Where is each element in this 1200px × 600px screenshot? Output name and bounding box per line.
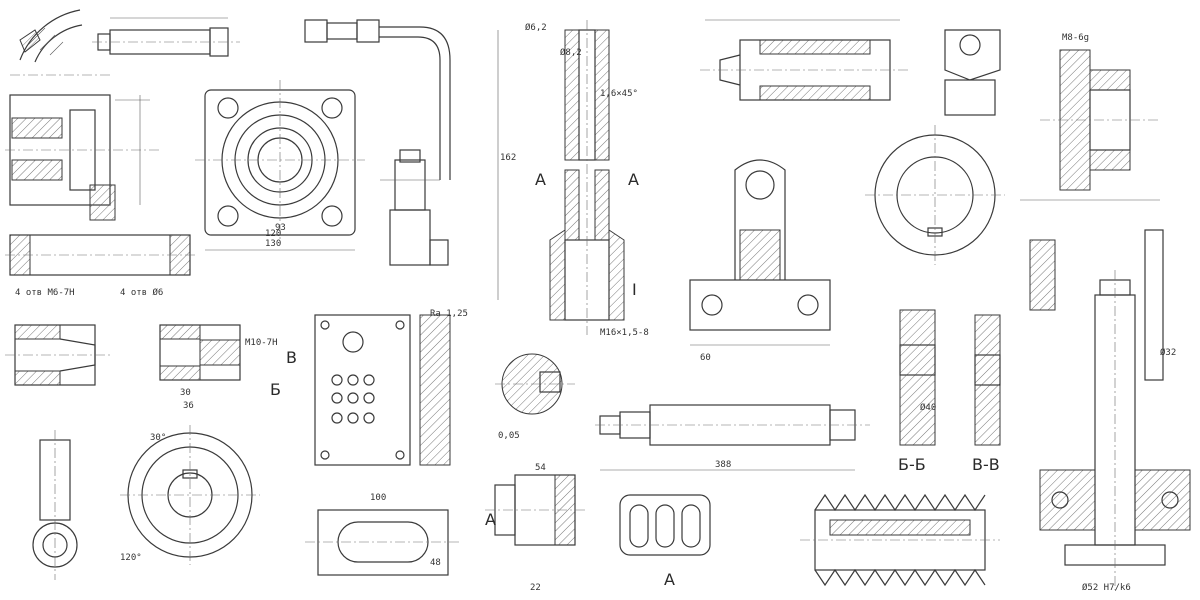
dim-120: 120 xyxy=(265,229,281,239)
hose-part xyxy=(304,19,451,180)
worm-shaft xyxy=(800,493,1000,587)
housing-section xyxy=(5,94,160,221)
chamfer-note: 1,6×45° xyxy=(600,89,638,99)
oval-hole-plate: А xyxy=(619,494,711,589)
stepped-part: А 54 22 0,05 xyxy=(485,431,585,593)
dim-93: 93 xyxy=(275,223,286,233)
dim-130: 130 xyxy=(265,239,281,249)
threaded-bushing xyxy=(5,324,110,386)
dim-48: 48 xyxy=(430,558,441,568)
ra-mark: Ra 1,25 xyxy=(430,309,468,319)
dim-100: 100 xyxy=(370,493,386,503)
dim-d40: Ø40 xyxy=(920,402,936,413)
dim-top-hole: Ø8,2 xyxy=(560,47,582,58)
fitting-part xyxy=(380,149,449,266)
note-holes: 4 отв M6-7H xyxy=(15,288,75,298)
key-ring xyxy=(865,125,1005,265)
section-label-bb: Б-Б xyxy=(898,455,926,474)
pin-part xyxy=(92,17,240,57)
bearing-assembly: Ø52 H7/k6 xyxy=(1029,229,1191,593)
dim-h8: Ø6,2 xyxy=(525,22,547,33)
eye-bolt xyxy=(32,430,78,580)
flange-housing: 130 120 xyxy=(195,80,365,251)
view-label-a: А xyxy=(485,510,496,529)
note-holes-2: 4 отв Ø6 xyxy=(120,287,163,298)
thread-m16: M16×1,5-8 xyxy=(600,328,649,338)
bracket-part xyxy=(689,159,831,346)
tol-frame: 0,05 xyxy=(498,431,520,441)
dim-162: 162 xyxy=(500,153,516,163)
angle-30: 30° xyxy=(150,433,166,443)
dim-d32: Ø32 xyxy=(1160,347,1176,358)
section-label-a-right: А xyxy=(628,170,639,189)
section-label-a: А xyxy=(535,170,546,189)
angle-120: 120° xyxy=(120,553,142,563)
slot-plate: 100 xyxy=(305,493,460,576)
dim-54: 54 xyxy=(535,463,546,473)
shaft-section-round xyxy=(495,353,575,415)
dim-36: 36 xyxy=(183,401,194,411)
vertical-shaft-section: 162 Ø6,2 А А I M16×1,5-8 xyxy=(497,20,649,338)
sleeve-part xyxy=(700,19,910,101)
hub-plan: 30° 120° xyxy=(120,425,260,565)
view-label-v: В xyxy=(286,348,297,367)
dim-60: 60 xyxy=(700,353,711,363)
thread-m10: M10-7H xyxy=(245,338,278,348)
thread-m8: M8-6g xyxy=(1062,33,1089,43)
clamp-part xyxy=(944,29,1001,116)
view-label-i: I xyxy=(632,280,637,299)
bar-part: 4 отв M6-7H 4 отв Ø6 xyxy=(5,234,195,298)
dim-d52: Ø52 H7/k6 xyxy=(1082,582,1131,593)
dim-30: 30 xyxy=(180,388,191,398)
threaded-hole-part: 30 36 M10-7H xyxy=(159,324,278,411)
dim-388: 388 xyxy=(715,460,731,470)
plate-with-holes: Б В xyxy=(270,314,451,466)
long-shaft: 388 xyxy=(595,404,870,471)
gear-sections: Б-Б В-В xyxy=(898,309,1001,474)
dim-22: 22 xyxy=(530,583,541,593)
view-label-b: Б xyxy=(270,380,281,399)
partial-ring-view xyxy=(10,9,110,76)
flange-section xyxy=(1020,49,1160,201)
view-label-a-bottom: А xyxy=(664,570,675,589)
section-label-vv: В-В xyxy=(972,455,1000,474)
